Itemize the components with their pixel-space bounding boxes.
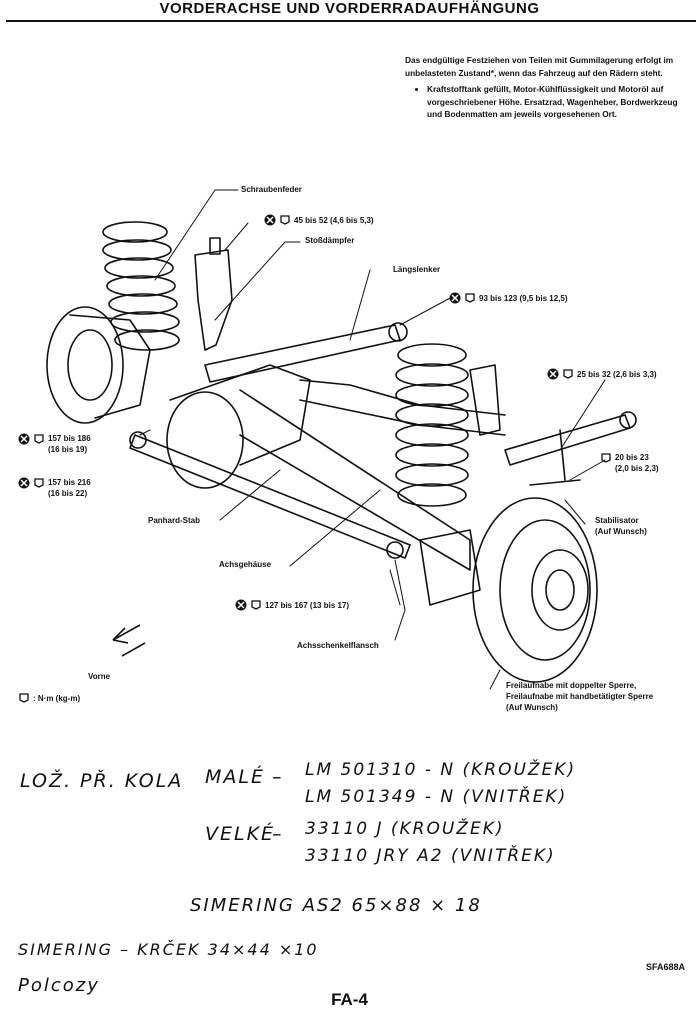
wrench-icon — [34, 434, 44, 444]
label-stabilizer-optional: (Auf Wunsch) — [595, 527, 647, 536]
label-shock-absorber: Stoßdämpfer — [305, 236, 355, 245]
handwritten-dash: – — [272, 766, 284, 788]
label-stabilizer: Stabilisator — [595, 516, 639, 525]
torque-stabilizer-end: 25 bis 32 (2,6 bis 3,3) — [547, 368, 657, 380]
torque-trailing-link: 93 bis 123 (9,5 bis 12,5) — [449, 292, 568, 304]
note-bullet: Kraftstofftank gefüllt, Motor-Kühlflüssi… — [427, 83, 690, 121]
label-freewheel-2: Freilaufnabe mit handbetätigter Sperre — [506, 692, 654, 701]
label-panhard-rod: Panhard-Stab — [148, 516, 201, 525]
wrench-icon — [19, 693, 29, 703]
torque-axle-panhard: 127 bis 167 (13 bis 17) — [235, 599, 349, 611]
label-freewheel-3: (Auf Wunsch) — [506, 703, 558, 712]
page-number: FA-4 — [331, 990, 368, 1009]
right-coil-spring — [395, 343, 469, 507]
torque-value: 25 bis 32 (2,6 bis 3,3) — [577, 369, 657, 379]
front-axle-diagram — [46, 189, 637, 690]
trailing-link — [204, 322, 408, 383]
tighten-icon — [18, 433, 30, 445]
torque-shock-mount: 45 bis 52 (4,6 bis 5,3) — [264, 214, 374, 226]
tighten-icon — [18, 477, 30, 489]
wrench-icon — [34, 478, 44, 488]
stabilizer-bar — [504, 411, 637, 486]
note-intro: Das endgültige Festziehen von Teilen mit… — [405, 55, 674, 78]
label-freewheel-1: Freilaufnabe mit doppelter Sperre, — [506, 681, 637, 690]
figure-code: SFA688A — [645, 962, 685, 972]
right-hub-disc — [472, 497, 598, 683]
label-axle-housing: Achsgehäuse — [219, 560, 272, 569]
torque-panhard-lower: 157 bis 216 (16 bis 22) — [18, 477, 91, 499]
torque-value: 157 bis 216 — [48, 478, 91, 487]
torque-value-group: 157 bis 216 (16 bis 22) — [48, 477, 91, 499]
wrench-icon — [601, 453, 611, 463]
torque-value-kgm: (16 bis 19) — [48, 445, 88, 454]
torque-value-kgm: (16 bis 22) — [48, 489, 88, 498]
legend-torque-unit: : N·m (kg-m) — [18, 692, 80, 704]
torque-value-group: 20 bis 23 (2,0 bis 2,3) — [615, 452, 659, 474]
front-arrow — [112, 624, 146, 657]
label-coil-spring: Schraubenfeder — [241, 185, 302, 194]
torque-value: 157 bis 186 — [48, 434, 91, 443]
torque-value: 45 bis 52 (4,6 bis 5,3) — [294, 215, 374, 225]
handwritten-large: VELKÉ — [205, 823, 276, 845]
wrench-icon — [465, 293, 475, 303]
wrench-icon — [251, 600, 261, 610]
title-rule — [6, 20, 696, 22]
left-shock-absorber — [194, 237, 233, 351]
handwritten-bearing-label: LOŽ. PŘ. KOLA — [20, 770, 184, 792]
panhard-rod — [129, 431, 411, 559]
handwritten-signature: Polcozy — [18, 975, 100, 996]
torque-stabilizer-bracket: 20 bis 23 (2,0 bis 2,3) — [600, 452, 659, 474]
handwritten-large-ring: 33110 J (KROUŽEK) — [305, 819, 505, 839]
handwritten-seal-1: SIMERING AS2 65×88 × 18 — [190, 895, 482, 916]
handwritten-small: MALÉ — [205, 766, 265, 788]
handwritten-large-inner: 33110 JRY A2 (VNITŘEK) — [305, 846, 556, 866]
torque-value-kgm: (2,0 bis 2,3) — [615, 464, 659, 473]
handwritten-small-ring: LM 501310 - N (KROUŽEK) — [305, 760, 577, 780]
handwritten-seal-2: SIMERING – KRČEK 34×44 ×10 — [18, 940, 319, 959]
handwritten-small-inner: LM 501349 - N (VNITŘEK) — [305, 787, 568, 807]
torque-value-group: 157 bis 186 (16 bis 19) — [48, 433, 91, 455]
torque-value: 20 bis 23 — [615, 453, 649, 462]
tighten-icon — [547, 368, 559, 380]
tighten-icon — [264, 214, 276, 226]
wrench-icon — [563, 369, 573, 379]
torque-panhard-frame: 157 bis 186 (16 bis 19) — [18, 433, 91, 455]
torque-value: 127 bis 167 (13 bis 17) — [265, 600, 350, 610]
page-title: VORDERACHSE UND VORDERRADAUFHÄNGUNG — [159, 0, 540, 17]
knuckle-flange — [419, 529, 481, 606]
left-brake-disc — [46, 306, 151, 424]
legend-text: : N·m (kg-m) — [33, 693, 81, 703]
label-trailing-link: Längslenker — [393, 265, 441, 274]
label-front: Vorne — [88, 672, 111, 681]
torque-value: 93 bis 123 (9,5 bis 12,5) — [479, 293, 568, 303]
tightening-note: Das endgültige Festziehen von Teilen mit… — [405, 54, 690, 121]
handwritten-dash-2: – — [272, 823, 284, 845]
wrench-icon — [280, 215, 290, 225]
tighten-icon — [449, 292, 461, 304]
tighten-icon — [235, 599, 247, 611]
left-coil-spring — [102, 221, 180, 351]
label-knuckle-flange: Achsschenkelflansch — [297, 641, 379, 650]
